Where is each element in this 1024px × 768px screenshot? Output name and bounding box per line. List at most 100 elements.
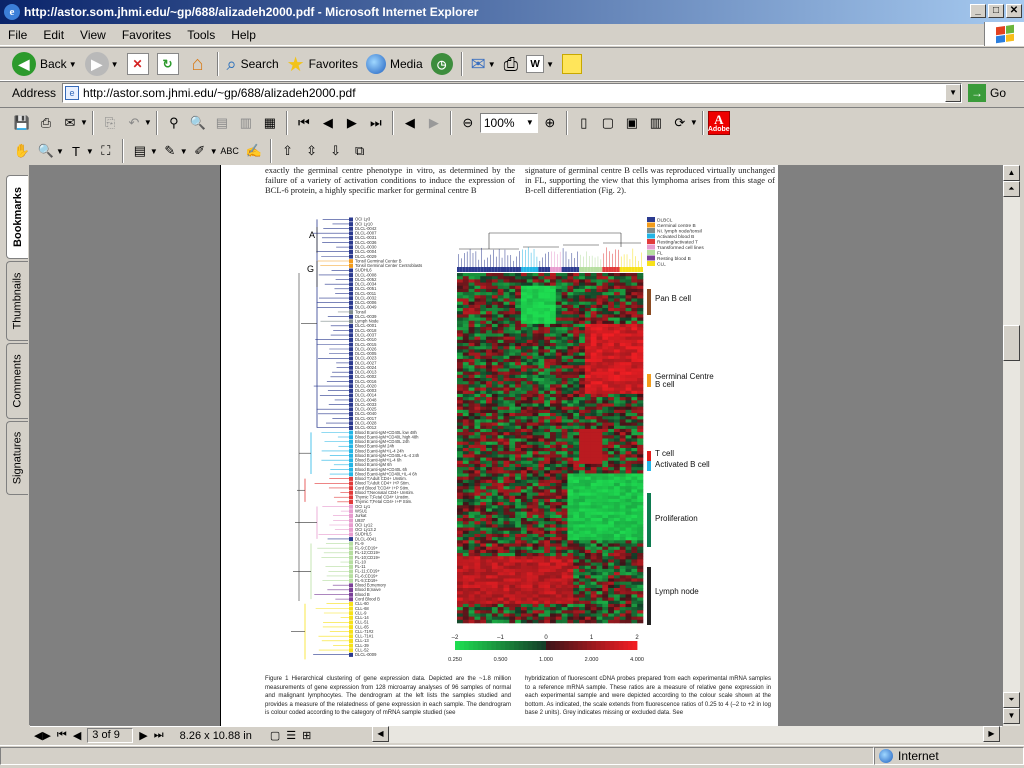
pane-toggle-icon[interactable]: ◀▶ <box>34 730 51 742</box>
pencil-dropdown-icon[interactable]: ▼ <box>179 146 188 156</box>
document-properties-icon[interactable]: ▦ <box>263 114 276 130</box>
tab-comments[interactable]: Comments <box>6 343 28 419</box>
zoom-in-icon[interactable]: ⊕ <box>544 114 556 130</box>
zoom-dropdown-icon[interactable]: ▼ <box>525 117 534 127</box>
history-button[interactable]: ◷ <box>427 50 457 78</box>
menu-help[interactable]: Help <box>231 27 256 42</box>
page-up-button[interactable]: ⏶ <box>1003 181 1020 197</box>
scroll-up-button[interactable]: ▲ <box>1003 165 1020 181</box>
scroll-thumb[interactable] <box>1003 325 1020 361</box>
go-button[interactable]: → Go <box>968 83 1006 102</box>
text-select-dropdown-icon[interactable]: ▼ <box>85 146 94 156</box>
menu-tools[interactable]: Tools <box>187 27 216 42</box>
stop-button[interactable]: ✕ <box>123 50 153 78</box>
pencil-tool-icon[interactable]: ✎ <box>164 143 176 158</box>
note-tool-icon[interactable]: ▤ <box>133 143 146 158</box>
scroll-down-button[interactable]: ▼ <box>1003 708 1020 724</box>
page-extract-icon[interactable]: ⧉ <box>354 143 365 158</box>
next-page-button[interactable]: ▶ <box>139 730 148 742</box>
zoom-out-icon[interactable]: ⊖ <box>462 114 474 130</box>
media-button[interactable]: Media <box>362 50 427 78</box>
page-number-field[interactable]: 3 of 9 <box>87 728 134 743</box>
maximize-button[interactable]: □ <box>988 4 1004 18</box>
first-page-button[interactable]: ⏮ <box>56 729 67 741</box>
zoom-value[interactable]: 100% <box>483 115 515 130</box>
go-forward-icon[interactable]: ▶ <box>428 114 439 130</box>
close-button[interactable]: ✕ <box>1006 4 1022 18</box>
first-page-icon[interactable]: ⏮ <box>297 114 310 130</box>
address-input[interactable]: e http://astor.som.jhmi.edu/~gp/688/aliz… <box>62 82 963 103</box>
tab-thumbnails[interactable]: Thumbnails <box>6 261 28 341</box>
scroll-left-button[interactable]: ◀ <box>372 726 389 742</box>
menu-view[interactable]: View <box>80 27 106 42</box>
actual-size-icon[interactable]: ▯ <box>580 114 588 130</box>
spellcheck-icon[interactable]: ABC <box>220 146 239 156</box>
zoom-tool-icon[interactable]: 🔍 <box>37 143 55 158</box>
rotate-dropdown-icon[interactable]: ▼ <box>689 118 698 127</box>
facing-icon[interactable]: ⊞ <box>302 730 312 742</box>
undo-icon[interactable]: ↶ <box>128 114 140 130</box>
mail-dropdown-icon[interactable]: ▼ <box>487 59 496 69</box>
address-value[interactable]: http://astor.som.jhmi.edu/~gp/688/alizad… <box>83 85 356 100</box>
horizontal-scrollbar[interactable]: ◀ ▶ <box>372 726 1000 743</box>
prev-view-icon[interactable]: ▤ <box>215 114 228 130</box>
messenger-button[interactable] <box>558 50 586 78</box>
zoom-tool-dropdown-icon[interactable]: ▼ <box>56 146 64 156</box>
scroll-right-button[interactable]: ▶ <box>983 726 1000 742</box>
minimize-button[interactable]: _ <box>970 4 986 18</box>
email-dropdown-icon[interactable]: ▼ <box>80 118 88 127</box>
menu-favorites[interactable]: Favorites <box>121 27 172 42</box>
address-dropdown-icon[interactable]: ▼ <box>945 83 962 102</box>
page-scroll-icon[interactable]: ⇳ <box>306 143 318 158</box>
zoom-field[interactable]: 100% ▼ <box>479 112 538 133</box>
continuous-icon[interactable]: ☰ <box>286 730 297 742</box>
vertical-scrollbar[interactable]: ▲ ⏶ ⏷ ▼ <box>1002 165 1020 726</box>
page-up-icon[interactable]: ⇧ <box>282 143 294 158</box>
edit-dropdown-icon[interactable]: ▼ <box>546 59 554 69</box>
previous-page-icon[interactable]: ◀ <box>322 114 333 130</box>
text-select-icon[interactable]: T <box>71 143 80 159</box>
next-view-icon[interactable]: ▥ <box>239 114 252 130</box>
highlight-tool-icon[interactable]: ✐ <box>194 143 206 158</box>
fit-visible-icon[interactable]: ▥ <box>649 114 662 130</box>
adobe-logo-icon[interactable]: A Adobe <box>707 110 730 135</box>
search-button[interactable]: ⌕ Search <box>223 50 283 78</box>
page-down-icon[interactable]: ⇩ <box>330 143 342 158</box>
rotate-icon[interactable]: ⟳ <box>674 114 686 130</box>
single-page-icon[interactable]: ▢ <box>269 730 281 742</box>
note-dropdown-icon[interactable]: ▼ <box>149 146 158 156</box>
back-button[interactable]: ◀ Back ▼ <box>8 50 81 78</box>
fit-width-icon[interactable]: ▣ <box>625 114 638 130</box>
last-page-icon[interactable]: ⏭ <box>369 114 382 130</box>
edit-button[interactable]: W ▼ <box>522 50 558 78</box>
home-button[interactable]: ⌂ <box>183 50 213 78</box>
email-icon[interactable]: ✉ <box>64 114 76 130</box>
fit-page-icon[interactable]: ▢ <box>601 114 614 130</box>
mail-button[interactable]: ✉ ▼ <box>467 50 500 78</box>
forward-button[interactable]: ▶ ▼ <box>81 50 123 78</box>
back-dropdown-icon[interactable]: ▼ <box>68 59 77 69</box>
snapshot-icon[interactable]: ⛶ <box>101 143 111 158</box>
save-icon[interactable]: 💾 <box>13 114 31 130</box>
prev-page-button[interactable]: ◀ <box>72 730 82 742</box>
find-icon[interactable]: ⚲ <box>169 114 179 130</box>
favorites-button[interactable]: ★ Favorites <box>283 50 362 78</box>
page-down-button[interactable]: ⏷ <box>1003 692 1020 708</box>
document-viewport[interactable]: exactly the germinal centre phenotype in… <box>30 165 1002 726</box>
print-button[interactable]: ⎙ <box>500 50 522 78</box>
hand-tool-icon[interactable]: ✋ <box>13 143 31 158</box>
last-page-button[interactable]: ⏭ <box>153 729 164 741</box>
undo-dropdown-icon[interactable]: ▼ <box>143 118 152 127</box>
menu-file[interactable]: File <box>8 27 28 42</box>
go-back-icon[interactable]: ◀ <box>404 114 415 130</box>
next-page-icon[interactable]: ▶ <box>346 114 357 130</box>
signature-tool-icon[interactable]: ✍ <box>245 143 262 158</box>
highlight-dropdown-icon[interactable]: ▼ <box>209 146 218 156</box>
refresh-button[interactable]: ↻ <box>153 50 183 78</box>
tab-bookmarks[interactable]: Bookmarks <box>6 175 28 259</box>
tab-signatures[interactable]: Signatures <box>6 421 28 495</box>
print-icon[interactable]: ⎙ <box>40 114 52 130</box>
forward-dropdown-icon[interactable]: ▼ <box>110 59 119 69</box>
search-document-icon[interactable]: 🔍 <box>189 114 206 130</box>
copy-icon[interactable]: ⎘ <box>104 114 116 130</box>
